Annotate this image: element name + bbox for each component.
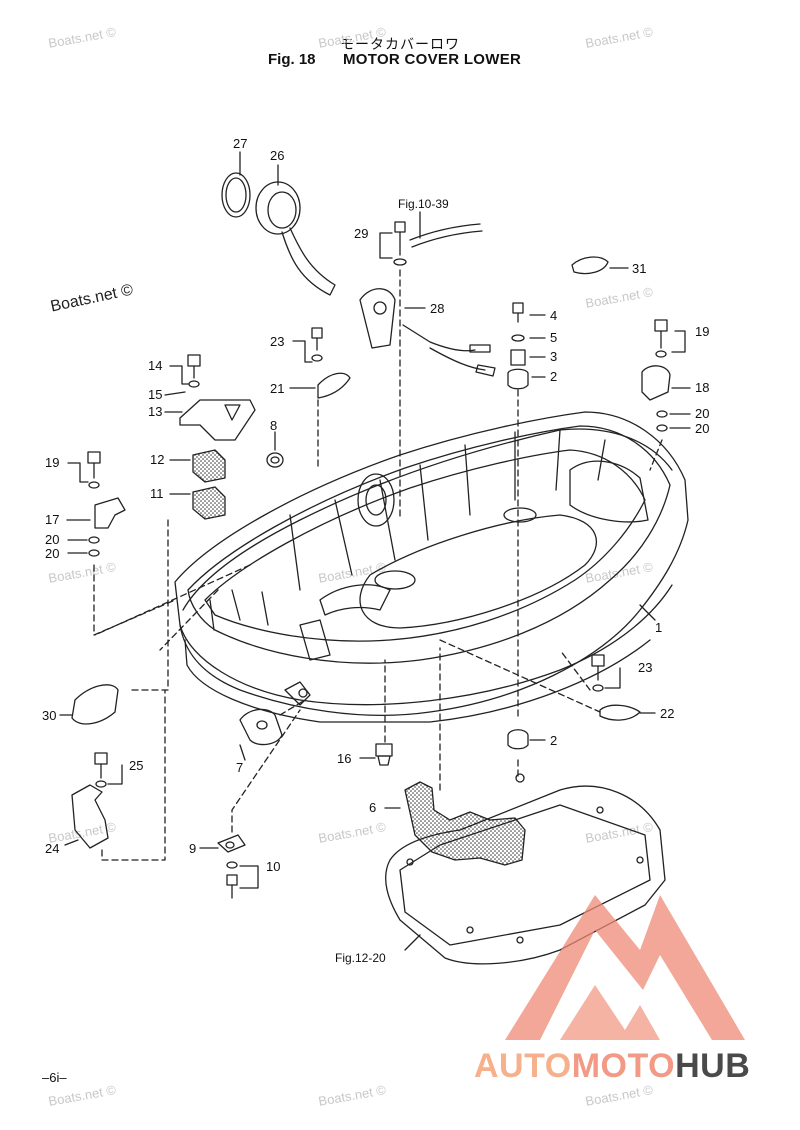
callout-4: 4 [550, 308, 557, 323]
automotohub-logo-text: AUTOMOTOHUB [474, 1047, 750, 1086]
callout-28: 28 [430, 301, 444, 316]
callout-23: 23 [638, 660, 652, 675]
callout-17: 17 [45, 512, 59, 527]
callout-5: 5 [550, 330, 557, 345]
callout-2: 2 [550, 369, 557, 384]
callout-18: 18 [695, 380, 709, 395]
callout-20: 20 [695, 406, 709, 421]
automotohub-logo-mark [505, 895, 745, 1040]
callout-12: 12 [150, 452, 164, 467]
callout-30: 30 [42, 708, 56, 723]
reference-fig-10-39: Fig.10-39 [398, 197, 449, 211]
callout-20: 20 [695, 421, 709, 436]
callout-19: 19 [695, 324, 709, 339]
callout-15: 15 [148, 387, 162, 402]
callout-20: 20 [45, 532, 59, 547]
callout-1: 1 [655, 620, 662, 635]
callout-6: 6 [369, 800, 376, 815]
callout-27: 27 [233, 136, 247, 151]
callout-9: 9 [189, 841, 196, 856]
callout-22: 22 [660, 706, 674, 721]
callout-16: 16 [337, 751, 351, 766]
callout-3: 3 [550, 349, 557, 364]
callout-31: 31 [632, 261, 646, 276]
callout-26: 26 [270, 148, 284, 163]
logo-part-hub: HUB [675, 1047, 751, 1085]
dotted-bracket-part [404, 781, 526, 866]
callout-19: 19 [45, 455, 59, 470]
figure-number: Fig. 18 [268, 51, 316, 68]
reference-fig-12-20: Fig.12-20 [335, 951, 386, 965]
title-japanese: モータカバーロワ [340, 36, 460, 52]
callout-20: 20 [45, 546, 59, 561]
callout-24: 24 [45, 841, 59, 856]
callout-8: 8 [270, 418, 277, 433]
callout-13: 13 [148, 404, 162, 419]
logo-part-moto: MOTO [571, 1047, 676, 1085]
callout-labels: 1 2 2 3 4 5 6 7 8 9 10 11 12 13 14 15 16… [42, 136, 709, 965]
callout-21: 21 [270, 381, 284, 396]
grommet-cable-part [255, 181, 336, 296]
figure-title: MOTOR COVER LOWER [343, 51, 522, 68]
logo-part-auto: AUTO [474, 1047, 572, 1085]
callout-14: 14 [148, 358, 162, 373]
callout-10: 10 [266, 859, 280, 874]
callout-11: 11 [150, 486, 164, 501]
pad-part [571, 256, 609, 275]
callout-25: 25 [129, 758, 143, 773]
motor-cover-lower-part [174, 411, 689, 723]
callout-23: 23 [270, 334, 284, 349]
callout-2: 2 [550, 733, 557, 748]
callout-7: 7 [236, 760, 243, 775]
page-number: –6i– [42, 1070, 67, 1085]
callout-29: 29 [354, 226, 368, 241]
o-ring-part [221, 172, 251, 218]
